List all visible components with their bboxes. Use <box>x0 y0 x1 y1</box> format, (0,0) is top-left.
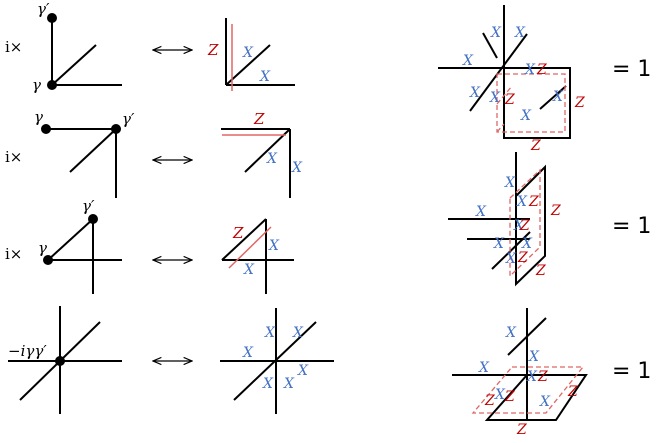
x-label: X <box>520 108 532 124</box>
x-label: X <box>469 85 481 101</box>
gamma-prime-label: γ′ <box>122 110 135 128</box>
vertex-dot <box>55 356 65 366</box>
x-label: X <box>242 345 254 361</box>
z-label: Z <box>484 393 495 409</box>
gamma-prime-label: γ′ <box>82 197 95 215</box>
z-label: Z <box>253 110 265 128</box>
x-label: X <box>243 262 255 278</box>
x-label: X <box>504 175 516 191</box>
z-label: Z <box>536 62 547 78</box>
x-label: X <box>494 387 506 403</box>
z-label: Z <box>207 41 219 59</box>
x-label: X <box>521 236 533 252</box>
z-label: Z <box>504 389 515 405</box>
i-times-label: i× <box>5 148 22 166</box>
gamma-prime-dot <box>111 124 121 134</box>
z-label: Z <box>517 250 528 266</box>
x-label: X <box>292 325 304 341</box>
x-label: X <box>490 25 502 41</box>
x-label: X <box>291 160 303 176</box>
row-1-plaquette: Z X X <box>207 18 295 91</box>
gamma-prime-label: γ′ <box>37 0 50 18</box>
x-label: X <box>462 53 474 69</box>
z-label: Z <box>550 203 561 219</box>
gamma-label: γ <box>38 239 47 257</box>
equals-one-label: = 1 <box>612 359 651 384</box>
equals-one-label: = 1 <box>612 57 651 82</box>
x-label: X <box>528 349 540 365</box>
z-label: Z <box>537 369 548 385</box>
row-4-operator <box>8 306 122 414</box>
z-label: Z <box>232 224 244 242</box>
x-label: X <box>552 89 564 105</box>
z-label: Z <box>516 422 527 438</box>
z-label: Z <box>528 194 539 210</box>
gamma-dot <box>47 80 57 90</box>
row-1-operator <box>51 18 122 86</box>
gamma-label: γ <box>34 108 43 126</box>
gamma-label: γ <box>32 76 41 94</box>
row-4-plaquette: X X X X X X <box>220 308 334 414</box>
x-label: X <box>297 363 309 379</box>
gamma-dot <box>43 255 53 265</box>
x-label: X <box>266 151 278 167</box>
gamma-prime-dot <box>88 214 98 224</box>
z-label: Z <box>574 95 585 111</box>
z-label: Z <box>519 218 530 234</box>
i-times-label: i× <box>5 38 22 56</box>
x-label: X <box>264 325 276 341</box>
x-label: X <box>283 376 295 392</box>
cube-2: X X X Z Z X Z X X X Z Z <box>448 152 561 287</box>
z-label: Z <box>504 92 515 108</box>
x-label: X <box>478 360 490 376</box>
x-label: X <box>505 251 517 267</box>
x-label: X <box>516 194 528 210</box>
x-label: X <box>526 369 538 385</box>
x-label: X <box>262 376 274 392</box>
equals-one-label: = 1 <box>612 214 651 239</box>
x-label: X <box>489 90 501 106</box>
x-label: X <box>268 238 280 254</box>
i-times-label: i× <box>5 245 22 263</box>
z-label: Z <box>530 138 541 154</box>
x-label: X <box>242 45 254 61</box>
x-label: X <box>493 236 505 252</box>
row-2-operator <box>46 128 117 198</box>
z-label: Z <box>535 263 546 279</box>
x-label: X <box>513 218 525 234</box>
z-label: Z <box>567 384 578 400</box>
x-label: X <box>524 62 536 78</box>
gamma-dot <box>41 124 51 134</box>
cube-1: X X X X Z X X Z X X Z Z <box>438 5 585 154</box>
row-2-plaquette: Z X X <box>221 110 303 198</box>
row-3-operator <box>47 218 122 294</box>
minus-i-gamma-gamma-prime-label: −iγγ′ <box>8 342 47 360</box>
x-label: X <box>539 394 551 410</box>
cube-3: X X X X Z X Z Z X Z Z <box>452 308 588 438</box>
x-label: X <box>505 325 517 341</box>
x-label: X <box>514 25 526 41</box>
row-3-plaquette: Z X X <box>221 218 294 294</box>
gamma-prime-dot <box>47 13 57 23</box>
x-label: X <box>475 204 487 220</box>
x-label: X <box>259 69 271 85</box>
